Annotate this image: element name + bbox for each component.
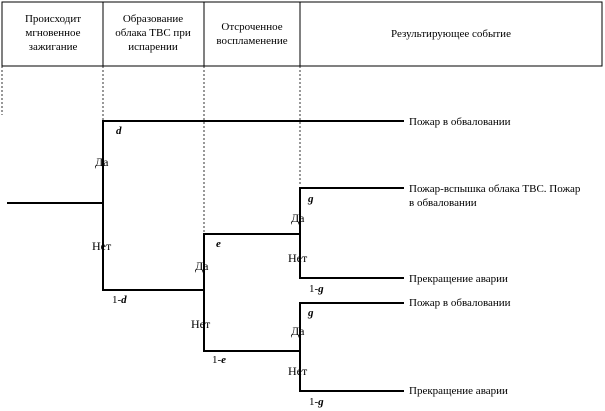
prob-g-1: g <box>307 193 314 205</box>
outcome-labels: Пожар в обваловании Пожар-вспышка облака… <box>409 116 581 397</box>
prob-one-minus-d-prefix: 1- <box>112 294 122 306</box>
tree-branches <box>7 120 404 392</box>
prob-one-minus-e: 1-e <box>212 354 226 366</box>
prob-one-minus-g-1-var: g <box>317 283 324 295</box>
prob-g-2: g <box>307 307 314 319</box>
prob-one-minus-g-1-prefix: 1- <box>309 283 319 295</box>
header-texts: Происходит мгновенное зажигание Образова… <box>25 13 511 53</box>
node-3b-no-label: Нет <box>288 364 308 378</box>
prob-one-minus-e-var: e <box>221 354 226 366</box>
outcome-4: Пожар в обваловании <box>409 297 511 309</box>
probability-labels: d 1-d e 1-e g 1-g g 1-g <box>112 125 324 408</box>
node-2-yes-label: Да <box>195 259 209 273</box>
node-3a-yes-label: Да <box>291 211 305 225</box>
outcome-3: Прекращение аварии <box>409 273 508 285</box>
node-2-no-label: Нет <box>191 317 211 331</box>
header-1-line-2: мгновенное <box>25 27 80 39</box>
node-labels: Да Нет Да Нет Да Нет Да Нет <box>92 155 308 378</box>
header-2-line-3: испарении <box>128 41 178 53</box>
prob-e: e <box>216 238 221 250</box>
header-1-line-3: зажигание <box>29 41 78 53</box>
header-2-line-2: облака ТВС при <box>115 27 191 39</box>
prob-d: d <box>116 125 122 137</box>
header-border <box>1 1 603 67</box>
header-4-line-1: Результирующее событие <box>391 28 511 40</box>
header-3-line-1: Отсроченное <box>221 21 282 33</box>
outcome-1: Пожар в обваловании <box>409 116 511 128</box>
outcome-2-line-2: в обваловании <box>409 197 477 209</box>
header-frame <box>1 1 603 67</box>
header-1-line-1: Происходит <box>25 13 81 25</box>
prob-one-minus-g-2-var: g <box>317 396 324 408</box>
prob-one-minus-g-2: 1-g <box>309 396 324 408</box>
node-1-no-label: Нет <box>92 239 112 253</box>
prob-one-minus-d-var: d <box>121 294 127 306</box>
node-3b-yes-label: Да <box>291 324 305 338</box>
prob-one-minus-e-prefix: 1- <box>212 354 222 366</box>
node-1-yes-label: Да <box>95 155 109 169</box>
column-guides <box>1 66 301 232</box>
prob-one-minus-g-2-prefix: 1- <box>309 396 319 408</box>
prob-one-minus-d: 1-d <box>112 294 127 306</box>
outcome-2-line-1: Пожар-вспышка облака ТВС. Пожар <box>409 183 581 195</box>
outcome-5: Прекращение аварии <box>409 385 508 397</box>
node-3a-no-label: Нет <box>288 251 308 265</box>
prob-one-minus-g-1: 1-g <box>309 283 324 295</box>
header-3-line-2: воспламенение <box>216 35 287 47</box>
header-2-line-1: Образование <box>123 13 183 25</box>
